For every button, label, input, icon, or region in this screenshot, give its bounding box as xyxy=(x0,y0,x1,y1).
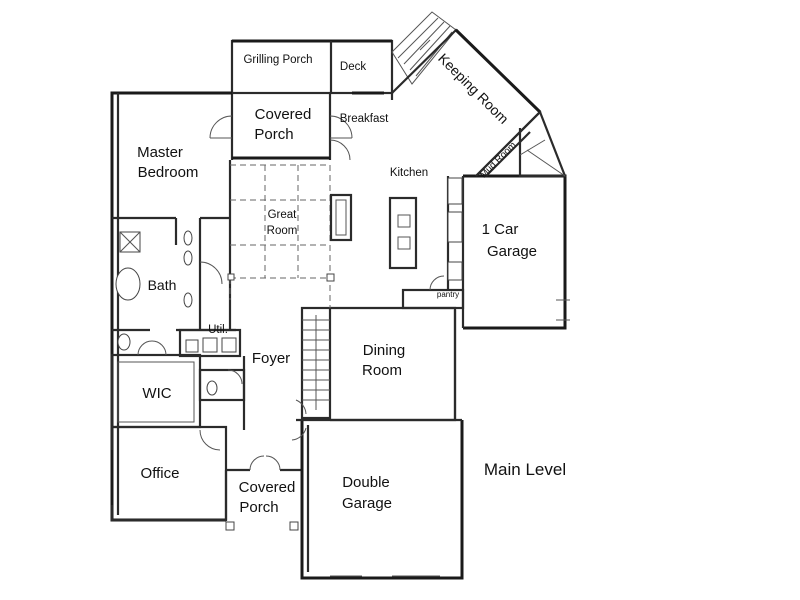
label-mud-room: Mud Room xyxy=(478,140,519,181)
label-wic: WIC xyxy=(142,385,171,402)
label-kitchen: Kitchen xyxy=(390,167,428,179)
label-deck: Deck xyxy=(340,61,366,73)
label-foyer: Foyer xyxy=(252,350,290,367)
keeping-room-walls xyxy=(390,28,542,177)
label-great-room-2: Room xyxy=(267,225,298,237)
interior-walls xyxy=(110,139,465,522)
label-covered-porch-front-1: Covered xyxy=(239,479,296,496)
label-bath: Bath xyxy=(148,277,177,293)
label-util: Util. xyxy=(208,324,228,336)
label-breakfast: Breakfast xyxy=(340,113,389,125)
label-covered-porch-rear-2: Porch xyxy=(254,126,293,143)
rear-covered-porch xyxy=(209,93,353,160)
label-covered-porch-rear-1: Covered xyxy=(255,106,312,123)
label-one-car-garage-2: Garage xyxy=(487,243,537,260)
kitchen-island xyxy=(388,196,418,270)
label-mud-room-group: Mud Room xyxy=(478,140,519,181)
label-double-garage-2: Garage xyxy=(342,495,392,512)
grilling-porch-deck xyxy=(230,39,394,95)
label-grilling-porch: Grilling Porch xyxy=(243,54,312,66)
label-pantry: pantry xyxy=(437,290,459,299)
label-covered-porch-front-2: Porch xyxy=(239,499,278,516)
label-master-bedroom-1: Master xyxy=(137,144,183,161)
label-double-garage-1: Double xyxy=(342,474,390,491)
mud-room-walls xyxy=(475,111,567,178)
label-master-bedroom-2: Bedroom xyxy=(138,164,199,181)
label-dining-room-2: Room xyxy=(362,362,402,379)
bath-fixtures xyxy=(115,230,218,396)
label-great-room-1: Great xyxy=(268,209,298,221)
room-labels: Grilling Porch Deck Keeping Room Covered… xyxy=(137,50,566,516)
plan-title: Main Level xyxy=(484,460,566,479)
label-keeping-room: Keeping Room xyxy=(435,50,512,127)
bath-door xyxy=(199,261,223,285)
great-room-ceiling xyxy=(227,164,353,308)
label-keeping-room-group: Keeping Room xyxy=(435,50,512,127)
rear-stairs xyxy=(391,11,457,85)
label-office: Office xyxy=(141,465,180,482)
label-dining-room-1: Dining xyxy=(363,342,406,359)
label-one-car-garage-1: 1 Car xyxy=(482,221,519,238)
